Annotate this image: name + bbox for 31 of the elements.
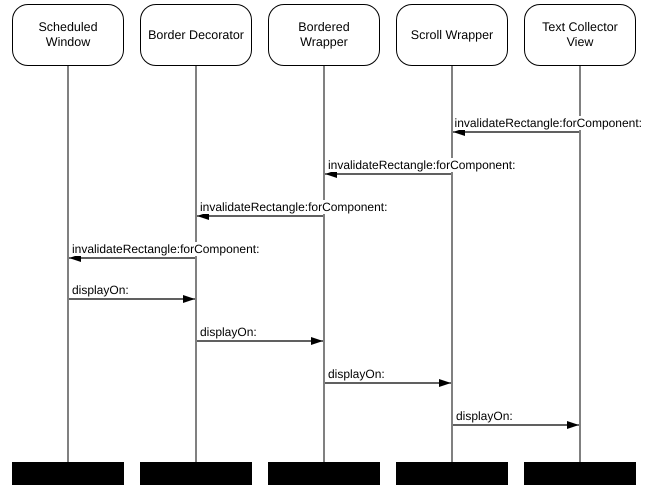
lifeline (195, 66, 197, 462)
lifeline-header: Border Decorator (140, 4, 252, 66)
edge-label: displayOn: (328, 367, 385, 381)
lifeline-end-bar (396, 462, 508, 485)
lifeline-header: Text Collector View (524, 4, 636, 66)
lifeline-header: Bordered Wrapper (268, 4, 380, 66)
edge-label: invalidateRectangle:forComponent: (454, 116, 642, 130)
edge-label: displayOn: (200, 325, 257, 339)
edge-label: invalidateRectangle:forComponent: (72, 242, 260, 256)
lifeline-end-bar (140, 462, 252, 485)
edge-label: displayOn: (72, 283, 129, 297)
lifeline-end-bar (268, 462, 380, 485)
lifeline (323, 66, 325, 462)
message-arrow (325, 170, 451, 178)
message-arrow (453, 421, 579, 429)
lifeline-header: Scroll Wrapper (396, 4, 508, 66)
message-arrow (453, 128, 579, 136)
message-arrow (69, 254, 195, 262)
lifeline-header: Scheduled Window (12, 4, 124, 66)
lifeline-end-bar (524, 462, 636, 485)
message-arrow (197, 212, 323, 220)
lifeline (451, 66, 453, 462)
edge-label: invalidateRectangle:forComponent: (200, 200, 388, 214)
lifeline (67, 66, 69, 462)
lifeline (579, 66, 581, 462)
edge-label: invalidateRectangle:forComponent: (328, 158, 516, 172)
edge-label: displayOn: (456, 409, 513, 423)
message-arrow (69, 295, 195, 303)
message-arrow (197, 337, 323, 345)
lifeline-end-bar (12, 462, 124, 485)
message-arrow (325, 379, 451, 387)
